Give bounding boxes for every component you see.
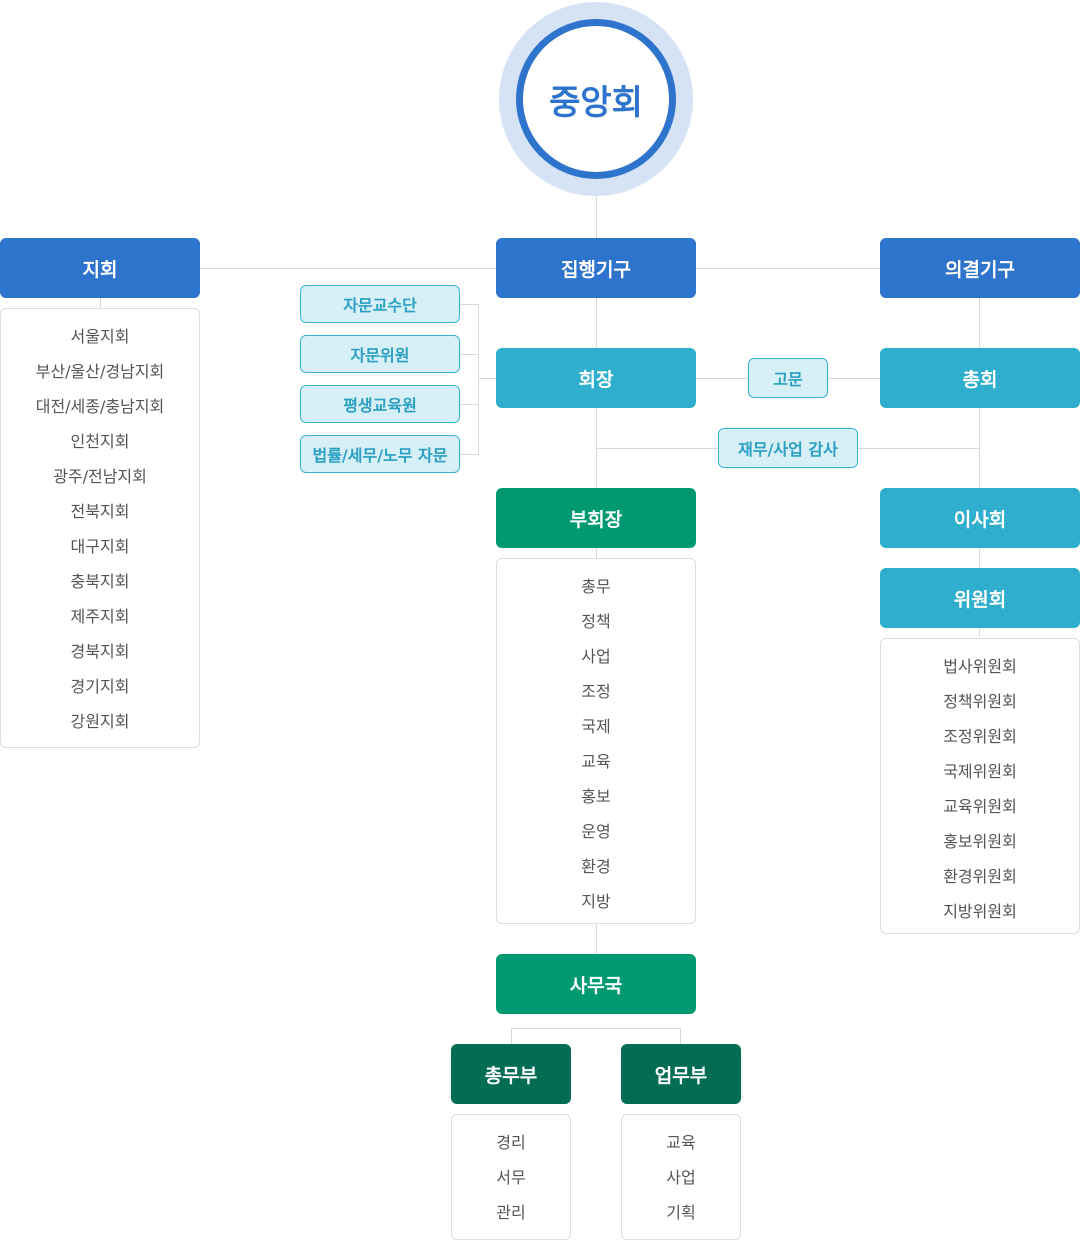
general-assembly-node: 총회 — [880, 348, 1080, 408]
branch-item: 서울지회 — [70, 327, 130, 346]
branch-item: 대구지회 — [70, 537, 130, 556]
committee-list: 법사위원회 정책위원회 조정위원회 국제위원회 교육위원회 홍보위원회 환경위원… — [880, 638, 1080, 934]
advisory-label: 평생교육원 — [343, 396, 417, 415]
committee-node: 위원회 — [880, 568, 1080, 628]
central-association-node: 중앙회 — [516, 19, 676, 179]
branch-item: 경기지회 — [70, 677, 130, 696]
committee-item: 홍보위원회 — [943, 832, 1017, 851]
legislative-header: 의결기구 — [880, 238, 1080, 298]
general-affairs-dept-node: 총무부 — [451, 1044, 571, 1104]
vice-president-item: 교육 — [581, 752, 611, 771]
operations-item: 사업 — [666, 1168, 696, 1187]
general-affairs-list: 경리 서무 관리 — [451, 1114, 571, 1240]
branch-item: 경북지회 — [70, 642, 130, 661]
operations-list: 교육 사업 기획 — [621, 1114, 741, 1240]
branch-item: 충북지회 — [70, 572, 130, 591]
board-label: 이사회 — [953, 508, 1007, 531]
connector-general-affairs — [511, 1028, 512, 1045]
connector-secretariat-horizontal — [511, 1028, 681, 1029]
vice-president-item: 지방 — [581, 892, 611, 911]
connector-advisory-h1 — [459, 304, 479, 305]
connector-branch-list — [100, 297, 101, 309]
connector-legislative-spine — [979, 297, 980, 637]
branch-item: 인천지회 — [70, 432, 130, 451]
vice-president-list: 총무 정책 사업 조정 국제 교육 홍보 운영 환경 지방 — [496, 558, 696, 924]
lifelong-education-institute: 평생교육원 — [300, 385, 460, 423]
general-affairs-item: 관리 — [496, 1203, 526, 1222]
legislative-label: 의결기구 — [945, 258, 1015, 281]
general-affairs-item: 서무 — [496, 1168, 526, 1187]
vice-president-item: 국제 — [581, 717, 611, 736]
branch-item: 제주지회 — [70, 607, 130, 626]
branch-list: 서울지회 부산/울산/경남지회 대전/세종/충남지회 인천지회 광주/전남지회 … — [0, 308, 200, 748]
branch-header: 지회 — [0, 238, 200, 298]
central-association-label: 중앙회 — [549, 82, 643, 123]
secretariat-node: 사무국 — [496, 954, 696, 1014]
operations-item: 교육 — [666, 1133, 696, 1152]
vice-president-item: 환경 — [581, 857, 611, 876]
committee-item: 환경위원회 — [943, 867, 1017, 886]
vice-president-item: 총무 — [581, 577, 611, 596]
vice-president-item: 홍보 — [581, 787, 611, 806]
vice-president-label: 부회장 — [569, 508, 623, 531]
branch-item: 광주/전남지회 — [53, 467, 147, 486]
committee-item: 교육위원회 — [943, 797, 1017, 816]
connector-advisory-president — [478, 378, 498, 379]
advisory-label: 법률/세무/노무 자문 — [312, 446, 448, 465]
committee-item: 국제위원회 — [943, 762, 1017, 781]
vice-president-item: 운영 — [581, 822, 611, 841]
committee-item: 법사위원회 — [943, 657, 1017, 676]
executive-label: 집행기구 — [561, 258, 631, 281]
committee-item: 정책위원회 — [943, 692, 1017, 711]
vice-president-node: 부회장 — [496, 488, 696, 548]
connector-advisory-h3 — [459, 404, 479, 405]
secretariat-label: 사무국 — [569, 974, 623, 997]
operations-item: 기획 — [666, 1203, 696, 1222]
connector-operations — [680, 1028, 681, 1045]
general-affairs-item: 경리 — [496, 1133, 526, 1152]
connector-advisory-h4 — [459, 454, 479, 455]
committee-item: 조정위원회 — [943, 727, 1017, 746]
branch-label: 지회 — [82, 258, 118, 281]
vice-president-item: 정책 — [581, 612, 611, 631]
audit-label: 재무/사업 감사 — [738, 440, 838, 459]
connector-advisory-vertical — [478, 304, 479, 455]
branch-item: 전북지회 — [70, 502, 130, 521]
executive-header: 집행기구 — [496, 238, 696, 298]
advisory-label: 자문위원 — [350, 346, 410, 365]
operations-dept-label: 업무부 — [654, 1064, 708, 1087]
vice-president-item: 조정 — [581, 682, 611, 701]
president-node: 회장 — [496, 348, 696, 408]
counsel-node: 고문 — [748, 358, 828, 398]
advisory-members: 자문위원 — [300, 335, 460, 373]
connector-central-executive — [596, 180, 597, 240]
legal-tax-labor-advisory: 법률/세무/노무 자문 — [300, 435, 460, 473]
general-affairs-dept-label: 총무부 — [484, 1064, 538, 1087]
advisory-label: 자문교수단 — [343, 296, 417, 315]
branch-item: 대전/세종/충남지회 — [35, 397, 165, 416]
committee-item: 지방위원회 — [943, 902, 1017, 921]
advisory-professors: 자문교수단 — [300, 285, 460, 323]
counsel-label: 고문 — [773, 370, 803, 389]
president-label: 회장 — [578, 368, 614, 391]
operations-dept-node: 업무부 — [621, 1044, 741, 1104]
committee-label: 위원회 — [953, 588, 1007, 611]
branch-item: 부산/울산/경남지회 — [35, 362, 165, 381]
connector-advisory-h2 — [459, 354, 479, 355]
board-node: 이사회 — [880, 488, 1080, 548]
general-assembly-label: 총회 — [962, 368, 998, 391]
audit-node: 재무/사업 감사 — [718, 428, 858, 468]
vice-president-item: 사업 — [581, 647, 611, 666]
branch-item: 강원지회 — [70, 712, 130, 731]
